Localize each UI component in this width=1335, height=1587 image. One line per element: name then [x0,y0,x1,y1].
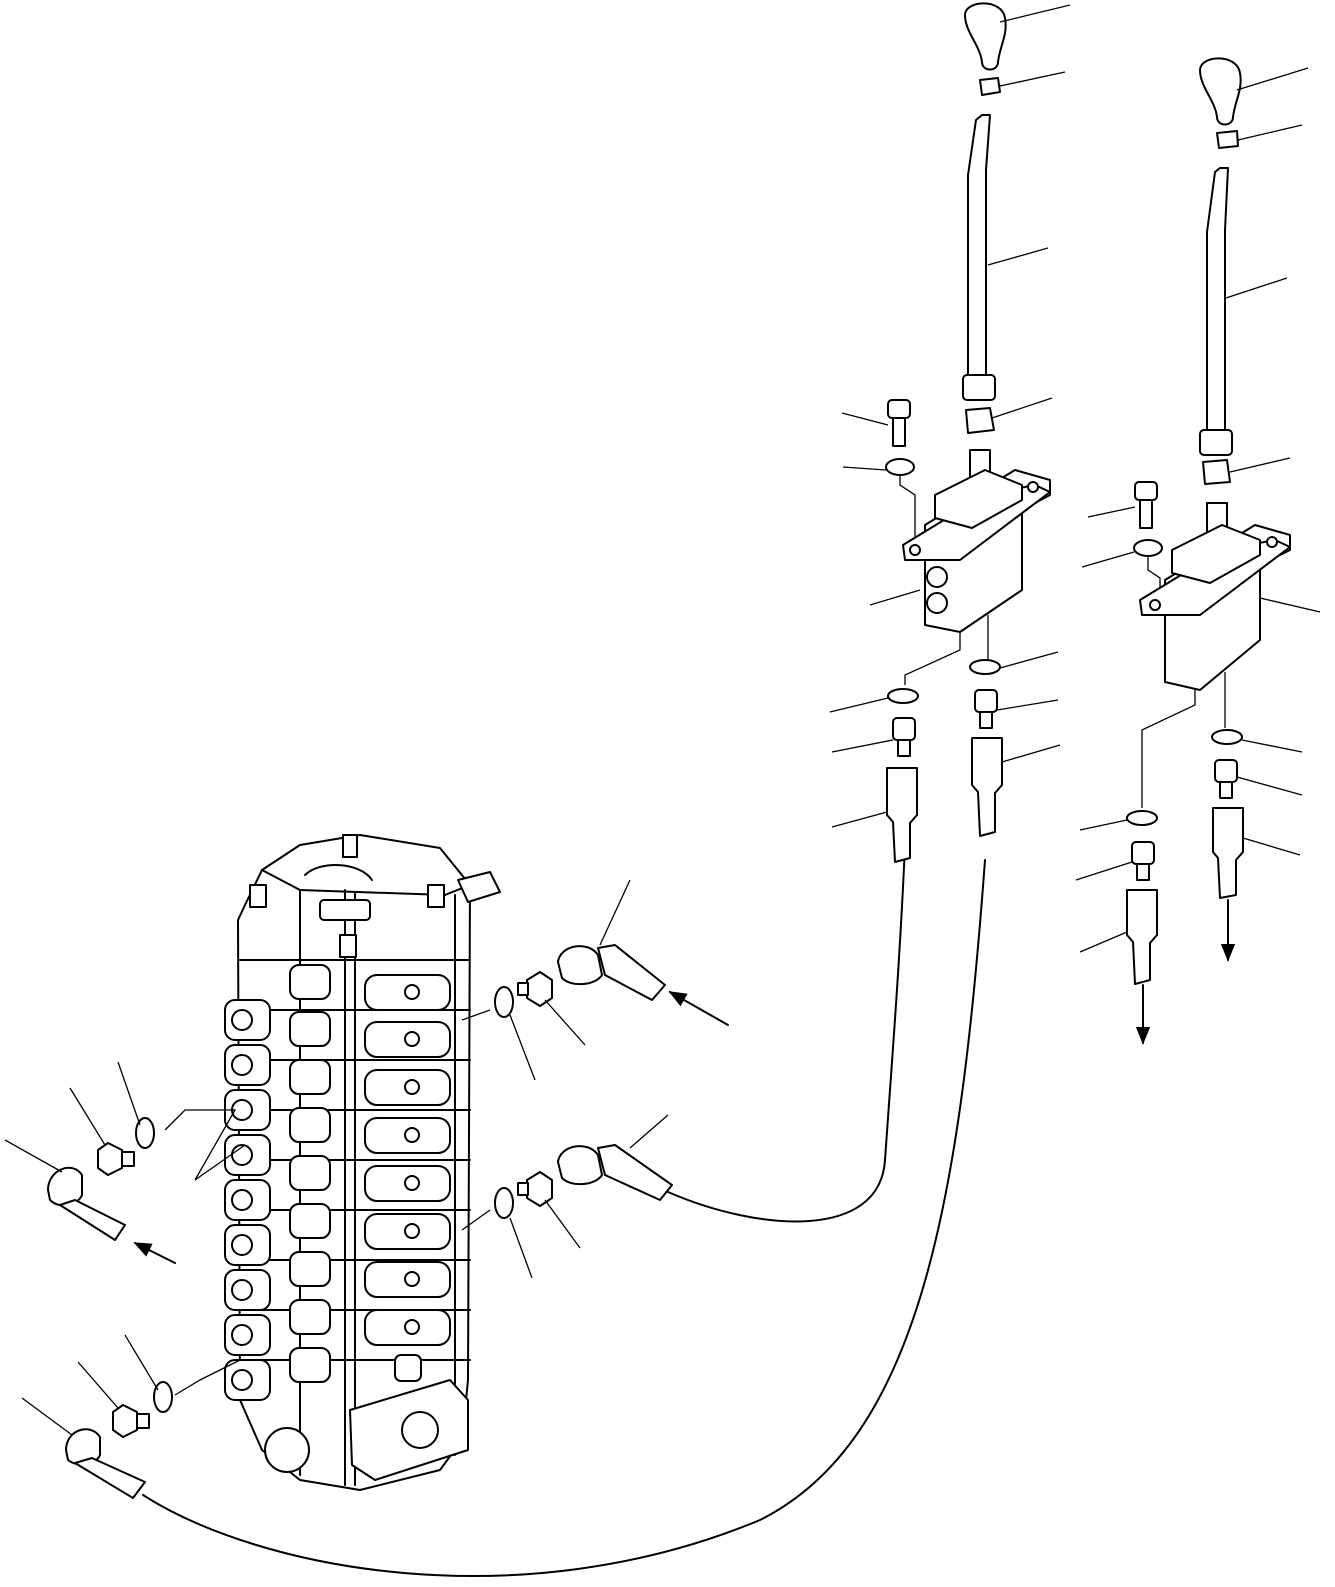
hose-end [597,1144,673,1201]
leader-line [999,71,1066,87]
o-ring [887,688,919,704]
washer [885,458,915,476]
leader-line [509,1217,533,1279]
leader-line [1229,457,1291,473]
spool-caps-left [224,999,271,1401]
left-pilot-valve-assembly [829,2,1071,863]
leader-line [1225,277,1288,299]
leader-line [69,1087,106,1146]
adapter-fitting [892,717,916,741]
hose-end [59,1199,126,1241]
hose-end [1212,807,1244,899]
right-lower-fitting-group [461,1114,673,1279]
leader-line [1079,931,1128,953]
o-ring [1211,729,1243,745]
adapter-fitting [526,971,553,1007]
leader-line [829,697,889,713]
flow-arrow [668,991,729,1026]
boot-nut [1202,459,1231,485]
leader-line [996,699,1059,711]
leader-line [1236,776,1303,796]
hose-end [971,737,1003,837]
adapter-fitting [112,1404,138,1438]
boot-nut [965,407,995,434]
adapter-fitting [526,1171,553,1207]
leader-line [509,1014,536,1081]
leader-line [1081,551,1135,568]
leader-line [1236,67,1309,91]
leader-line [21,1397,73,1436]
hose-end [886,767,918,863]
valve-sections [239,959,471,1361]
leader-line [1087,506,1136,518]
leader-line [1237,124,1303,141]
leader-line [842,466,887,471]
leader-line [4,1139,63,1173]
leader-line [117,1061,141,1126]
o-ring [494,1187,514,1219]
hose-end [74,1457,146,1499]
leader-line [544,999,586,1046]
leader-line [841,412,889,426]
o-ring [1126,810,1158,826]
lock-nut [1216,130,1239,149]
mounting-bolt [887,399,911,419]
right-upper-fitting-group [461,879,729,1081]
leader-line [869,589,921,606]
leader-line [999,651,1059,669]
elbow-fitting [557,1145,603,1186]
hose-line [667,844,906,1223]
right-pilot-valve-assembly [1075,57,1321,1045]
leader-line [1242,837,1301,856]
elbow-fitting [47,1166,83,1207]
mounting-bolt [1134,481,1158,501]
leader-line [77,1361,119,1409]
leader-line [999,4,1071,23]
leader-line [1075,861,1133,881]
left-upper-fitting-group [4,1061,246,1264]
leader-line [544,1199,581,1249]
leader-line [1259,597,1321,613]
leader-line [1001,744,1061,763]
hose-end [597,944,666,1001]
leader-line [629,1114,669,1149]
lock-nut [979,77,1001,96]
lever-knob [1199,57,1242,126]
leader-line [831,739,894,753]
spool-caps-middle [289,964,331,1383]
leader-line [599,879,631,946]
o-ring [969,659,1001,675]
flow-arrow [133,1242,176,1264]
control-lever [1206,167,1229,431]
elbow-fitting [557,945,603,986]
o-ring [135,1117,155,1149]
lever-knob [964,2,1007,71]
hose-routes [142,844,986,1577]
adapter-fitting [1131,841,1155,865]
adapter-fitting [1214,759,1238,783]
o-ring [153,1381,173,1413]
port-flanges [364,974,451,1346]
leader-line [987,247,1049,266]
control-lever [967,114,991,376]
control-valve-block [224,834,501,1491]
washer [1133,539,1163,557]
hose-line [142,859,986,1577]
adapter-fitting [97,1142,123,1176]
adapter-fitting [974,689,998,713]
leader-line [124,1334,159,1391]
leader-line [1079,819,1128,831]
leader-line [1241,739,1303,753]
leader-line [831,811,888,828]
left-lower-fitting-group [21,1334,241,1499]
leader-line [991,397,1053,419]
o-ring [494,986,514,1018]
hose-end [1126,889,1158,985]
